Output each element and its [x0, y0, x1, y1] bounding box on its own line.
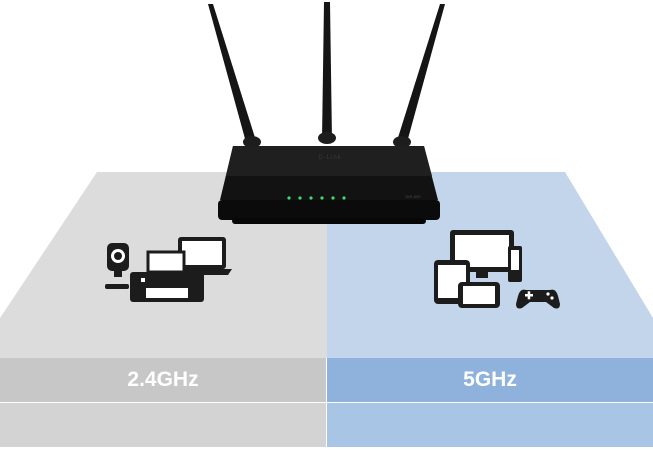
band-24ghz-label: 2.4GHz — [127, 368, 199, 391]
router-brand-logo: D-Link — [318, 155, 342, 161]
antenna-center — [318, 2, 336, 144]
smartphone-icon — [458, 282, 500, 308]
router-body — [218, 146, 440, 224]
router-leds — [287, 196, 346, 200]
printer-icon — [130, 250, 204, 302]
band-5ghz-strip — [327, 358, 653, 402]
webcam-icon — [105, 243, 129, 289]
game-console-icon — [508, 246, 522, 282]
band-5ghz-label: 5GHz — [463, 368, 517, 391]
gamepad-icon — [516, 289, 560, 309]
band-24ghz-base — [0, 403, 326, 447]
antenna-right — [393, 4, 445, 148]
router-model-badge: DIR-809 — [405, 194, 421, 199]
band-24ghz-strip — [0, 358, 326, 402]
antenna-left — [208, 4, 261, 148]
band-5ghz-base — [327, 403, 653, 447]
